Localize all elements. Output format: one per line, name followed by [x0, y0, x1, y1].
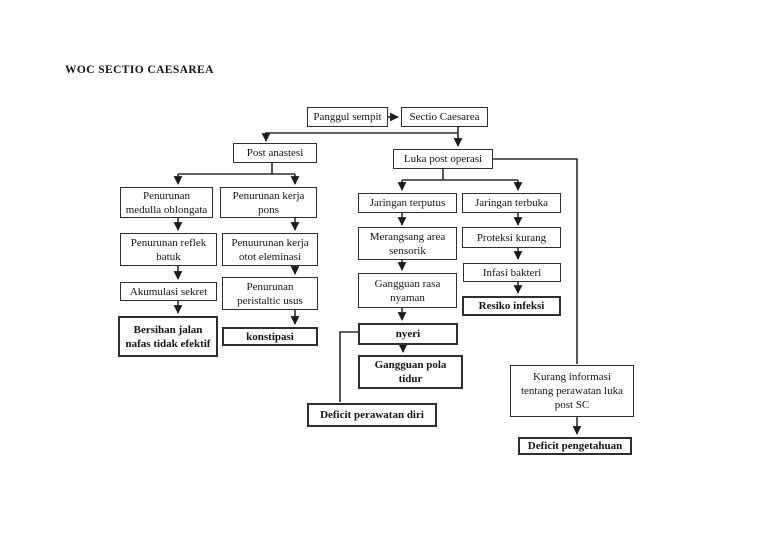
node-proteksi-kurang: Proteksi kurang [462, 227, 561, 248]
node-resiko-infeksi: Resiko infeksi [462, 296, 561, 316]
node-luka-post-operasi: Luka post operasi [393, 149, 493, 169]
edge-sectio-to-postanastesi [261, 132, 458, 142]
node-jaringan-terputus: Jaringan terputus [358, 193, 457, 213]
node-sectio-caesarea: Sectio Caesarea [401, 107, 488, 127]
node-penurunan-peristaltic-usus: Penurunan peristaltic usus [222, 277, 318, 310]
node-gangguan-pola-tidur: Gangguan pola tidur [358, 355, 463, 389]
node-nyeri: nyeri [358, 323, 458, 345]
node-infasi-bakteri: Infasi bakteri [463, 263, 561, 282]
node-akumulasi-sekret: Akumulasi sekret [120, 282, 217, 301]
node-panggul-sempit: Panggul sempit [307, 107, 388, 127]
node-penurunan-kerja-pons: Penurunan kerja pons [220, 187, 317, 218]
node-deficit-pengetahuan: Deficit pengetahuan [518, 437, 632, 455]
node-jaringan-terbuka: Jaringan terbuka [462, 193, 561, 213]
node-gangguan-rasa-nyaman: Gangguan rasa nyaman [358, 273, 457, 308]
edge-luka-to-kurang [493, 158, 578, 364]
edge-nyeri-to-perawatan [339, 331, 358, 402]
node-penurunan-reflek-batuk: Penurunan reflek batuk [120, 233, 217, 266]
node-penurunan-medulla-oblongata: Penurunan medulla oblongata [120, 187, 213, 218]
node-konstipasi: konstipasi [222, 327, 318, 346]
node-deficit-perawatan-diri: Deficit perawatan diri [307, 403, 437, 427]
node-bersihan-jalan-nafas: Bersihan jalan nafas tidak efektif [118, 316, 218, 357]
node-post-anastesi: Post anastesi [233, 143, 317, 163]
node-penuurunan-kerja-otot-eleminasi: Penuurunan kerja otot eleminasi [222, 233, 318, 266]
page-title: WOC SECTIO CAESAREA [65, 64, 214, 76]
node-merangsang-area-sensorik: Merangsang area sensorik [358, 227, 457, 260]
node-kurang-informasi: Kurang informasi tentang perawatan luka … [510, 365, 634, 417]
